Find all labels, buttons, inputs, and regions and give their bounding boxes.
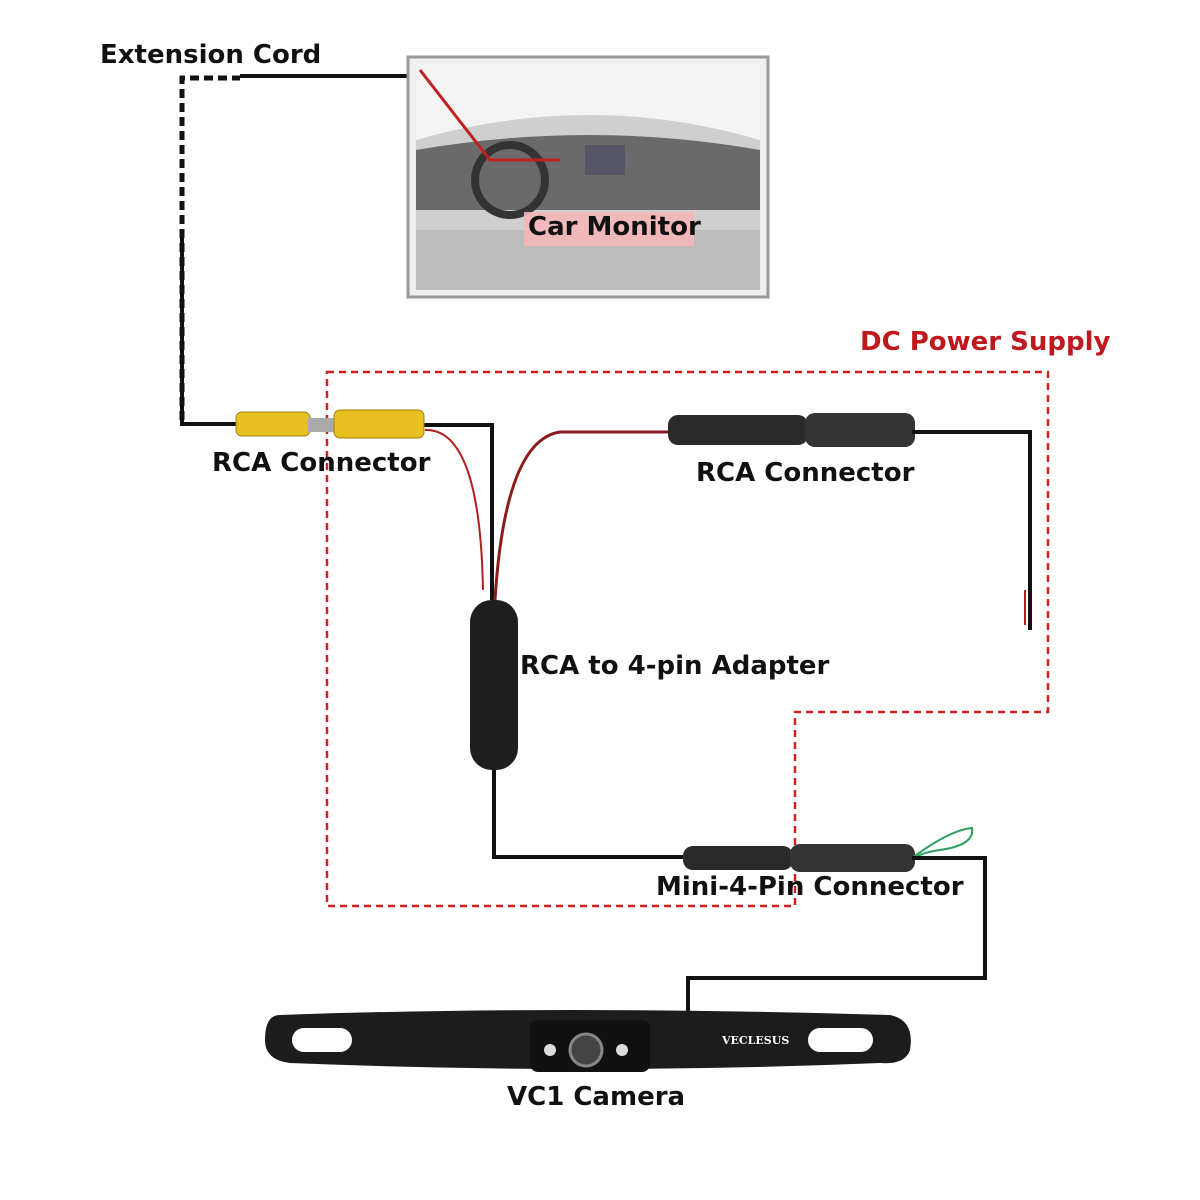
camera-label: VC1 Camera	[507, 1082, 686, 1112]
svg-text:VECLESUS: VECLESUS	[721, 1034, 789, 1047]
mini-connector-label: Mini-4-Pin Connector	[656, 872, 964, 902]
extension-cord-wire	[180, 74, 410, 426]
dc-power-region	[325, 370, 1050, 908]
extension-cord-dashed	[179, 75, 240, 420]
mini-connector-image	[683, 826, 974, 872]
adapter-label: RCA to 4-pin Adapter	[520, 651, 830, 681]
rca-connector-right-label: RCA Connector	[696, 458, 915, 488]
extension-cord-label: Extension Cord	[100, 40, 322, 70]
camera-image: VECLESUS	[265, 1010, 911, 1072]
rca-connector-right-image	[668, 413, 915, 447]
adapter-image	[470, 600, 518, 770]
dc-power-supply-label: DC Power Supply	[860, 327, 1111, 357]
rca-connector-left-image	[235, 409, 425, 439]
car-monitor-label: Car Monitor	[528, 212, 701, 242]
car-monitor-image	[406, 55, 770, 299]
rca-connector-left-label: RCA Connector	[212, 448, 431, 478]
